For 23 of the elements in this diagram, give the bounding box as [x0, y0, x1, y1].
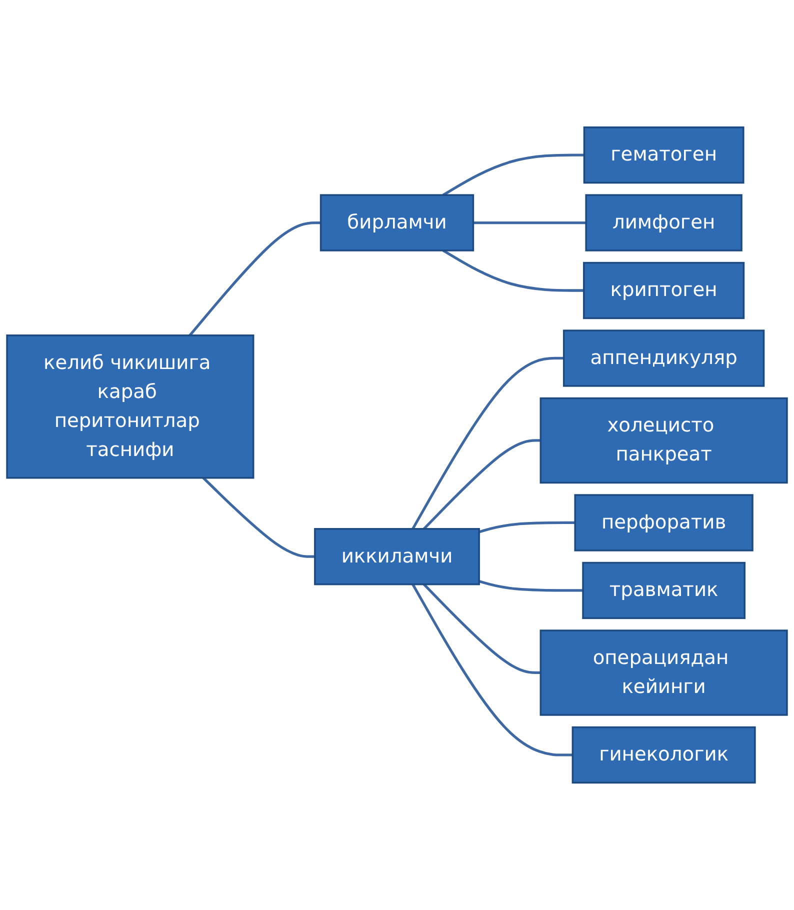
node-box: бирламчи [320, 194, 474, 252]
connector [478, 521, 576, 534]
node-box: иккиламчи [314, 528, 480, 586]
connector [442, 154, 584, 196]
node-box: келиб чикишига караб перитонитлар таснифи [6, 334, 254, 479]
node-box: холецисто панкреат [540, 397, 788, 484]
connector [188, 221, 321, 336]
node-box: гематоген [583, 126, 744, 184]
node-box: гинекологик [572, 726, 756, 784]
node-box: травматик [582, 562, 746, 620]
connector [412, 356, 564, 530]
connector [202, 476, 315, 558]
connector [422, 439, 541, 530]
connector [412, 584, 573, 756]
node-box: аппендикуляр [562, 330, 765, 387]
node-box: лимфоген [585, 194, 742, 252]
connector [473, 221, 586, 224]
node-box: перфоратив [574, 494, 754, 552]
connector [442, 249, 584, 292]
connector [478, 580, 583, 592]
connector [422, 583, 541, 674]
node-box: криптоген [583, 262, 745, 320]
node-box: операциядан кейинги [540, 630, 788, 716]
